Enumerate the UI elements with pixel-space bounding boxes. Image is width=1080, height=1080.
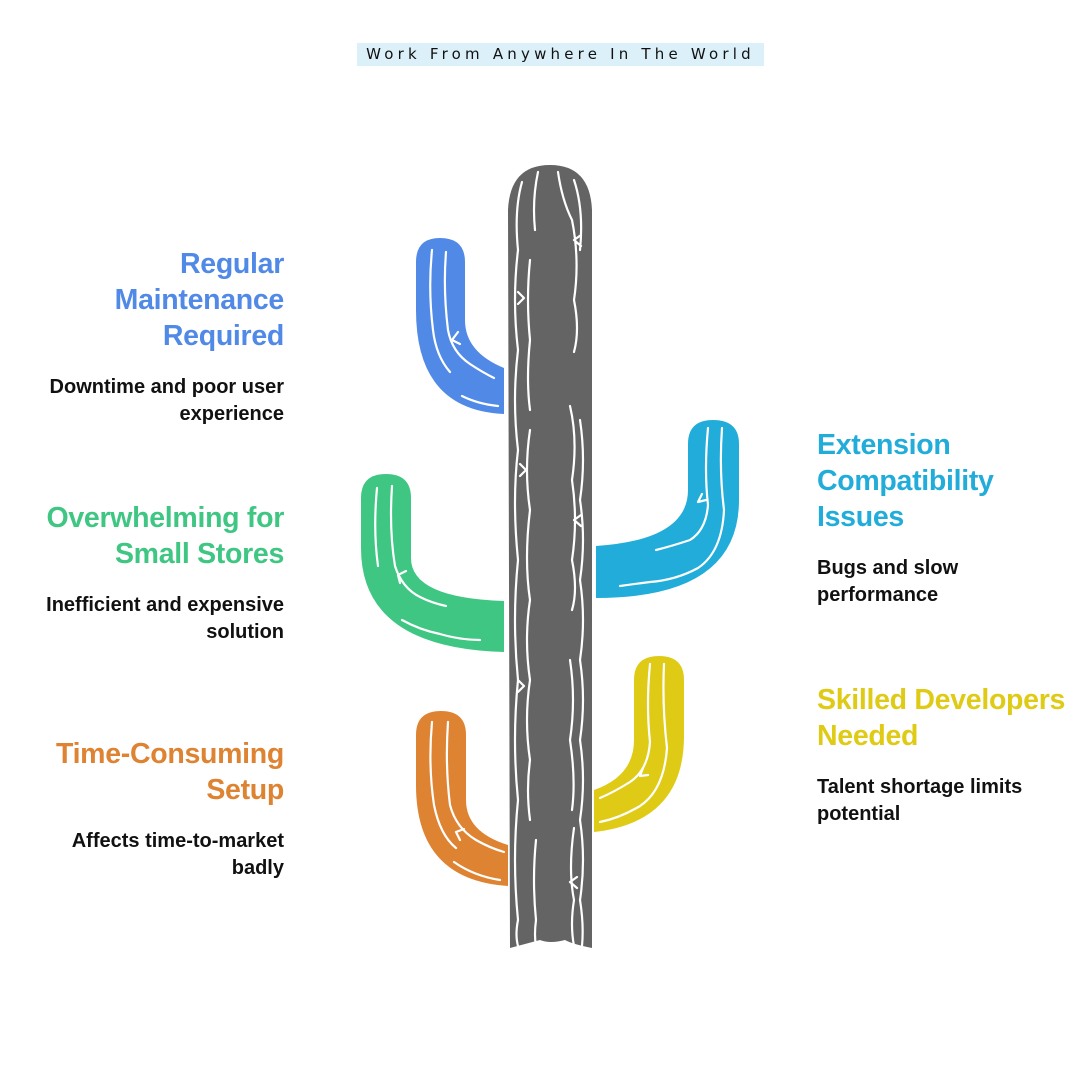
branch-setup-title: Time-Consuming Setup: [55, 738, 284, 806]
branch-extension: Extension Compatibility Issues Bugs and …: [817, 427, 1075, 609]
branch-developers-title: Skilled Developers Needed: [817, 684, 1066, 752]
branch-overwhelming-desc: Inefficient and expensive solution: [46, 594, 284, 643]
branch-developers: Skilled Developers Needed Talent shortag…: [817, 682, 1075, 828]
branch-overwhelming: Overwhelming for Small Stores Inefficien…: [14, 500, 284, 646]
orange-arm: [416, 711, 508, 886]
branch-maintenance-desc: Downtime and poor user experience: [49, 376, 284, 425]
branch-setup-desc: Affects time-to-market badly: [71, 830, 284, 879]
branch-overwhelming-title: Overwhelming for Small Stores: [46, 502, 285, 570]
branch-maintenance-title: Regular Maintenance Required: [114, 248, 285, 352]
branch-developers-desc: Talent shortage limits potential: [817, 776, 1023, 825]
branch-maintenance: Regular Maintenance Required Downtime an…: [14, 246, 285, 428]
page-title: Work From Anywhere In The World: [357, 43, 764, 66]
yellow-arm: [594, 656, 684, 832]
branch-setup: Time-Consuming Setup Affects time-to-mar…: [14, 736, 284, 882]
cactus-trunk: [508, 165, 592, 948]
cyan-arm: [596, 420, 739, 598]
green-arm: [361, 474, 504, 652]
branch-extension-title: Extension Compatibility Issues: [817, 429, 994, 533]
branch-extension-desc: Bugs and slow performance: [817, 557, 959, 606]
blue-arm: [416, 238, 504, 414]
